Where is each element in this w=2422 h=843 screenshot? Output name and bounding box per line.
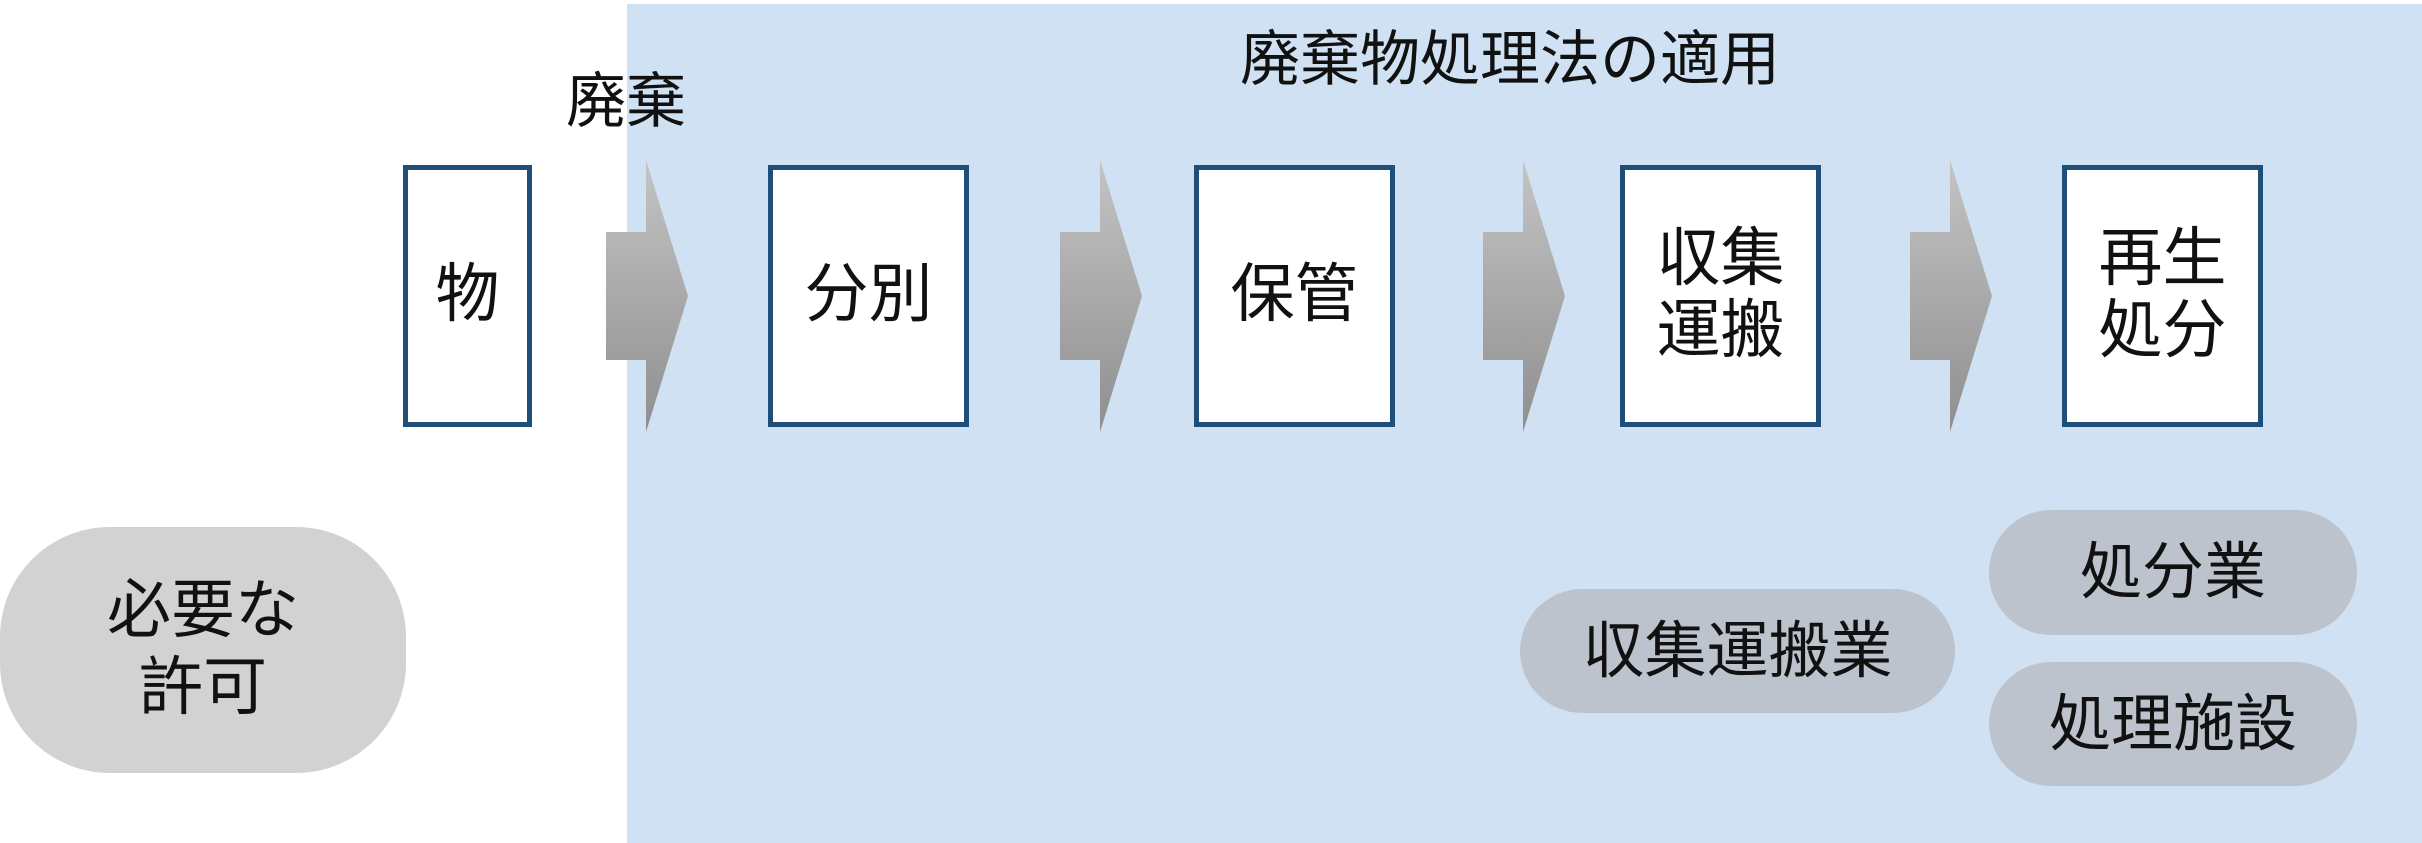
- flow-box-saisei-shobun-line-2: 処分: [2098, 294, 2227, 368]
- flow-box-bunbetsu-line-1: 分別: [804, 258, 933, 333]
- flow-box-hokan: 保管: [1194, 165, 1395, 427]
- flow-box-mono-line-1: 物: [435, 258, 500, 333]
- flow-arrow-2: [1060, 160, 1142, 432]
- flow-box-bunbetsu: 分別: [768, 165, 969, 427]
- region-title: 廃棄物処理法の適用: [1240, 25, 1780, 95]
- flow-box-saisei-shobun: 再生 処分: [2062, 165, 2263, 427]
- flow-box-mono: 物: [403, 165, 532, 427]
- flow-box-saisei-shobun-line-1: 再生: [2098, 222, 2227, 297]
- discard-label: 廃棄: [566, 67, 686, 137]
- flow-box-shushu-unpan-line-1: 収集: [1656, 222, 1785, 297]
- required-permits-label: 必要な 許可: [0, 527, 406, 773]
- flow-arrow-1: [606, 160, 688, 432]
- flow-box-hokan-line-1: 保管: [1230, 258, 1359, 333]
- permit-pill-shushu-unpan-gyo: 収集運搬業: [1520, 589, 1955, 713]
- flow-arrow-4: [1910, 160, 1992, 432]
- required-permits-line-2: 許可: [139, 651, 267, 725]
- flow-box-shushu-unpan-line-2: 運搬: [1656, 294, 1785, 368]
- required-permits-line-1: 必要な: [107, 574, 299, 649]
- permit-pill-shori-shisetsu: 処理施設: [1989, 662, 2357, 786]
- permit-pill-shobun-gyo: 処分業: [1989, 510, 2357, 635]
- flow-arrow-3: [1483, 160, 1565, 432]
- flow-box-shushu-unpan: 収集 運搬: [1620, 165, 1821, 427]
